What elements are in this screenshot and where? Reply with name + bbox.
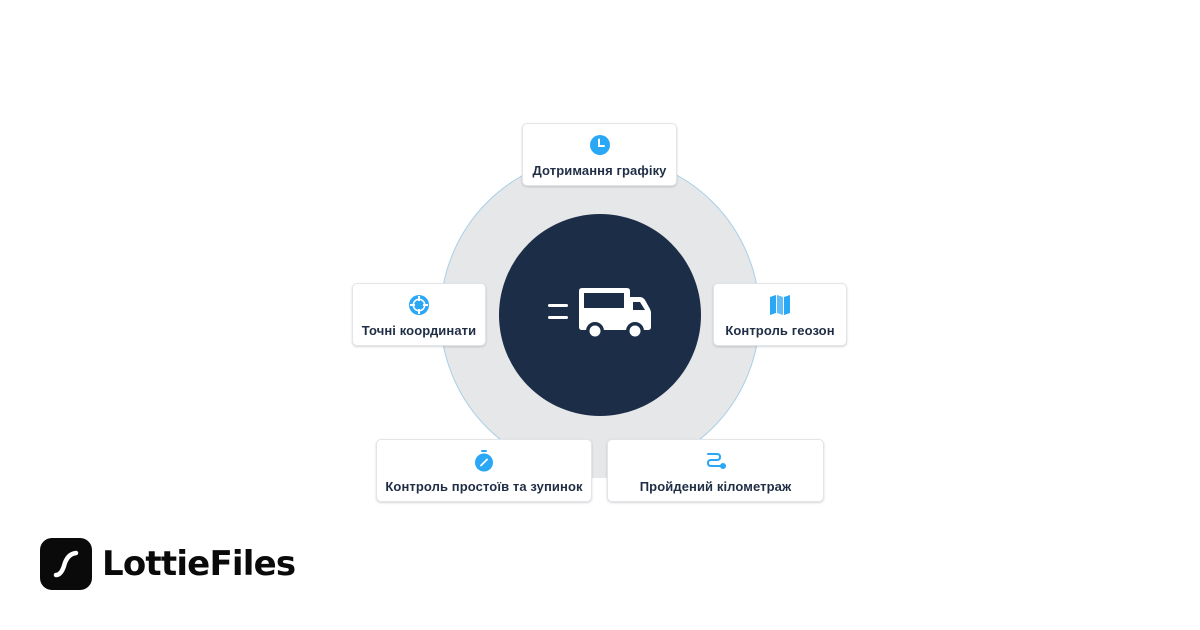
feature-card-geofence: Контроль геозон bbox=[713, 283, 847, 346]
feature-label: Точні координати bbox=[361, 323, 477, 338]
brand-name: LottieFiles bbox=[102, 544, 296, 584]
feature-card-idle-stops: Контроль простоїв та зупинок bbox=[376, 439, 592, 502]
delivery-truck-icon bbox=[548, 288, 651, 340]
lottiefiles-logo-icon bbox=[40, 538, 92, 590]
feature-label: Контроль геозон bbox=[725, 323, 835, 338]
feature-card-mileage: Пройдений кілометраж bbox=[607, 439, 824, 502]
stopwatch-icon bbox=[475, 450, 493, 472]
feature-label: Дотримання графіку bbox=[532, 163, 667, 178]
clock-icon bbox=[589, 135, 610, 155]
map-icon bbox=[770, 295, 790, 315]
feature-card-coordinates: Точні координати bbox=[352, 283, 486, 346]
lottiefiles-logo[interactable]: LottieFiles bbox=[40, 538, 296, 590]
route-icon bbox=[706, 453, 726, 469]
crosshair-icon bbox=[409, 295, 429, 315]
feature-label: Контроль простоїв та зупинок bbox=[385, 479, 583, 494]
feature-card-schedule: Дотримання графіку bbox=[522, 123, 677, 186]
feature-label: Пройдений кілометраж bbox=[639, 479, 792, 494]
center-circle bbox=[499, 214, 701, 416]
